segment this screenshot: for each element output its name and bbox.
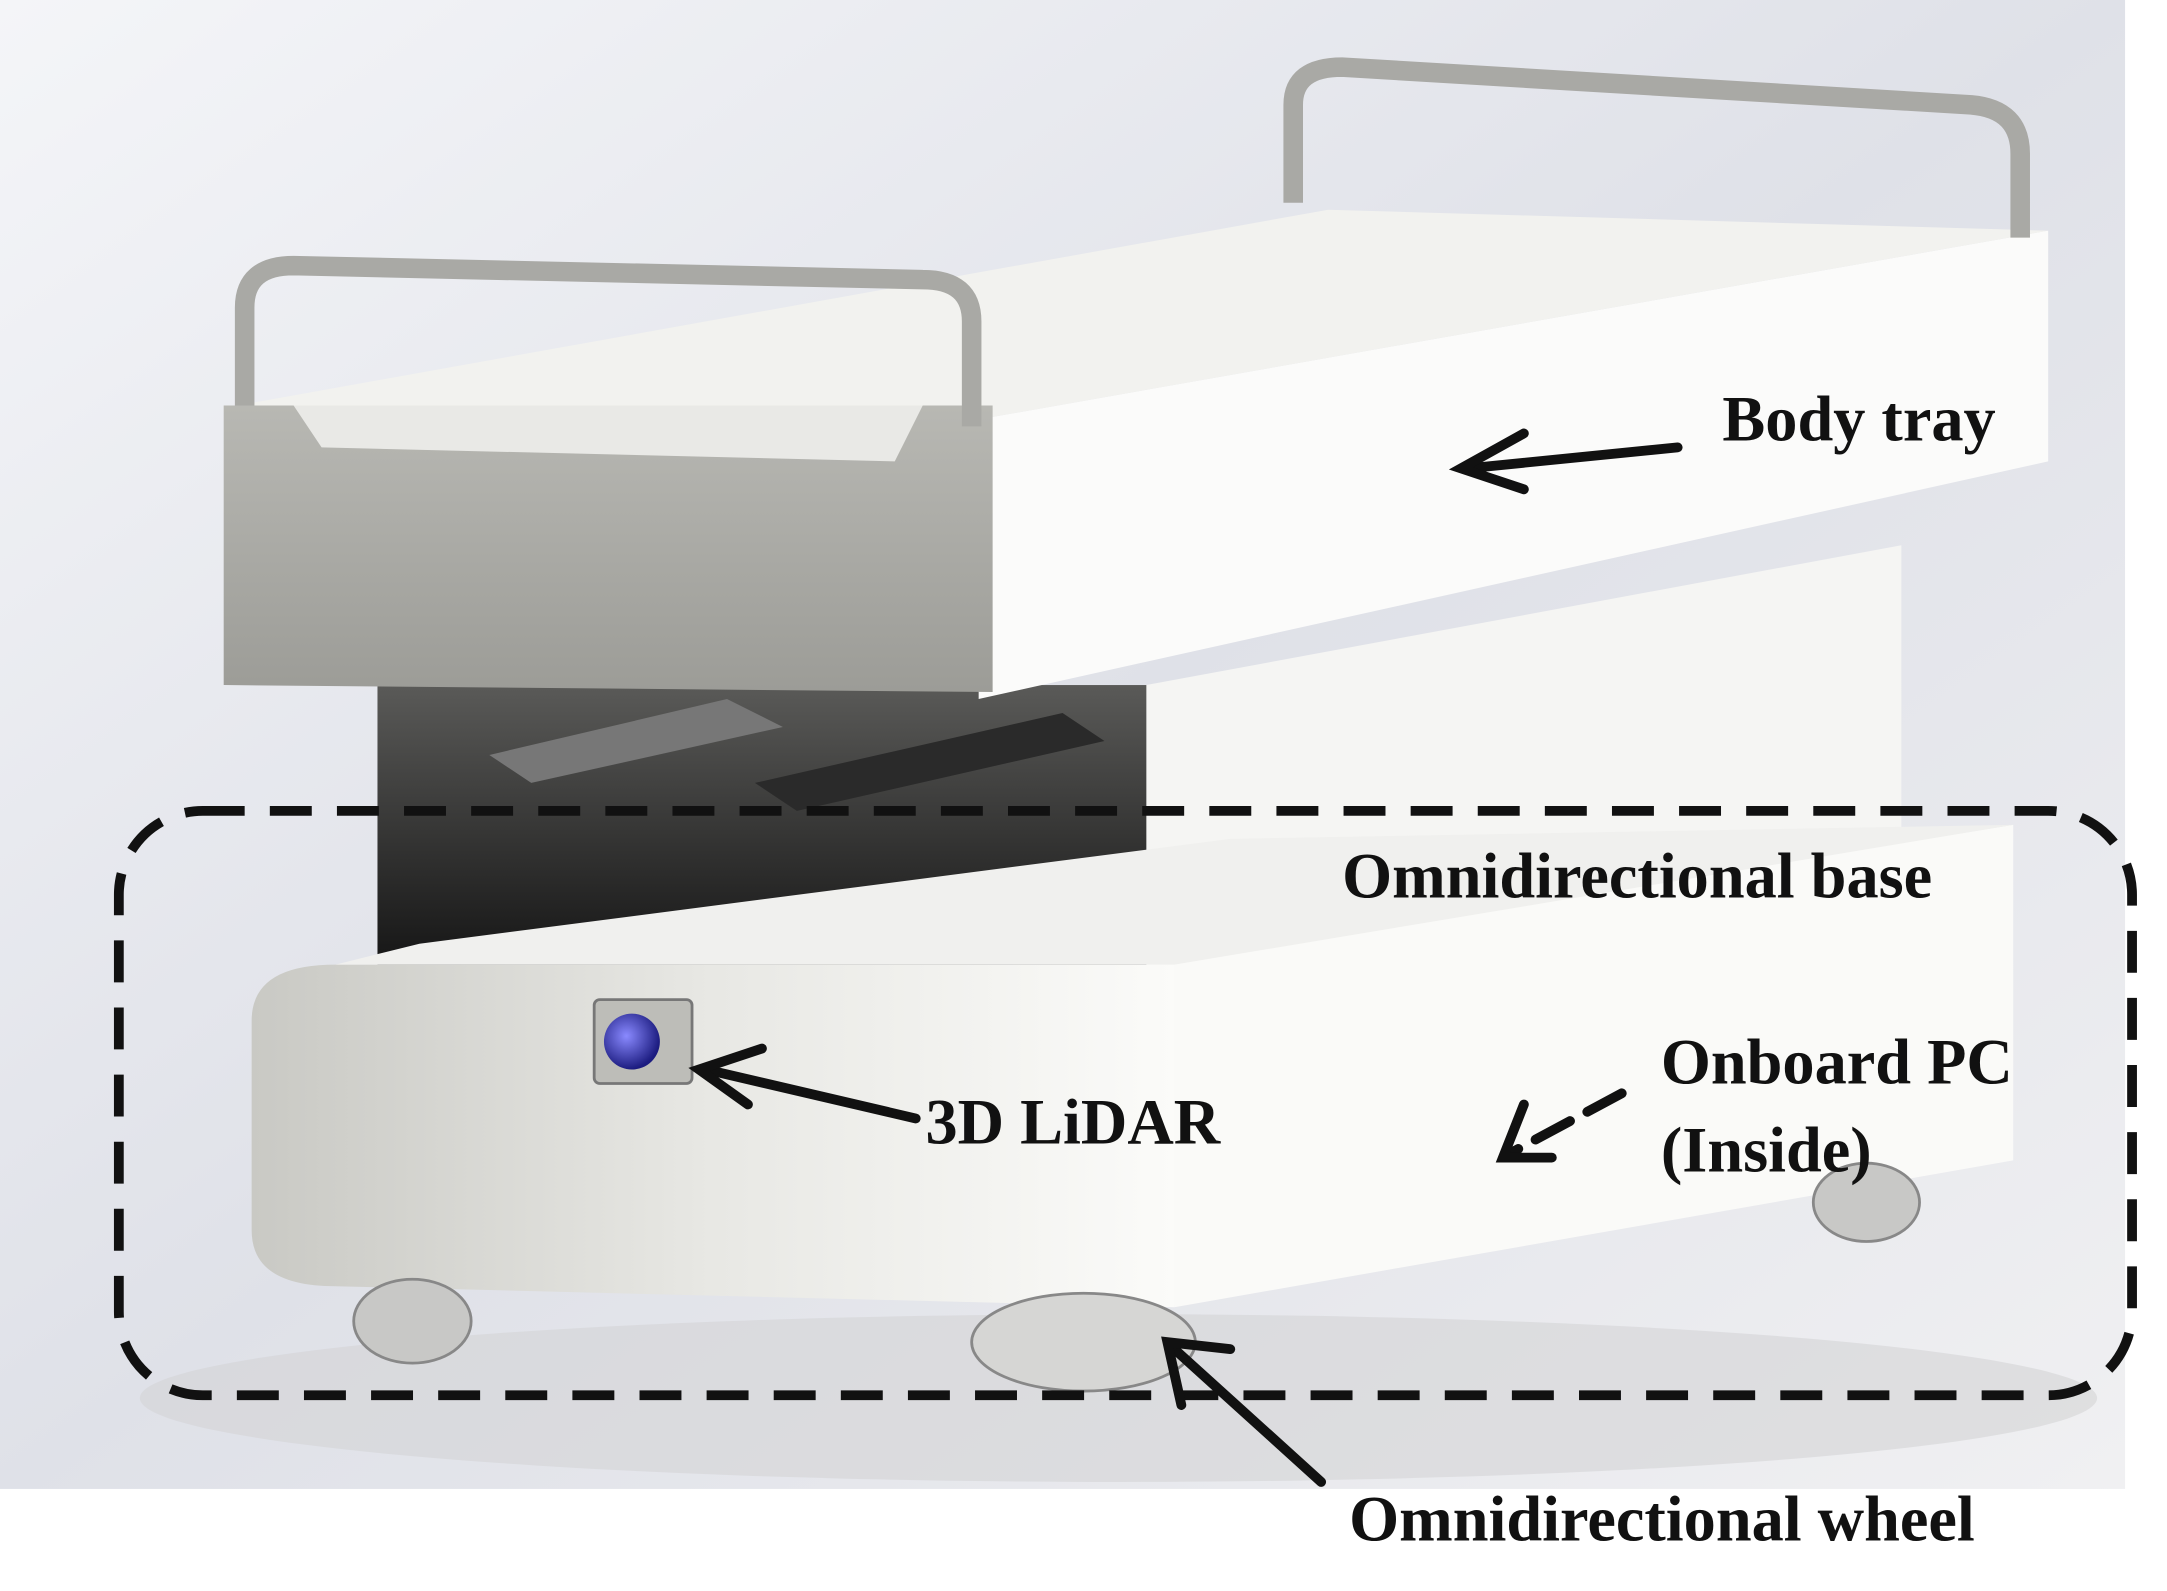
lidar-sensor	[592, 998, 694, 1085]
base-dashed-outline	[113, 805, 2137, 1401]
arrow-lidar	[701, 1064, 921, 1124]
omnidirectional-base	[251, 824, 2014, 1308]
label-omnidirectional-base: Omnidirectional base	[1342, 841, 1932, 912]
arrow-body-tray	[1463, 442, 1683, 474]
arrow-onboard-pc	[1505, 1088, 1627, 1159]
body-tray	[223, 57, 2049, 700]
lidar-lens-icon	[603, 1013, 660, 1070]
label-onboard-pc: Onboard PC	[1661, 1027, 2013, 1098]
label-omnidirectional-wheel: Omnidirectional wheel	[1349, 1484, 1975, 1555]
omnidirectional-wheel	[352, 1161, 1921, 1393]
annotation-arrows	[688, 428, 1683, 1487]
label-body-tray: Body tray	[1722, 383, 1995, 454]
label-onboard-pc-inside: (Inside)	[1661, 1115, 1872, 1186]
label-3d-lidar: 3D LiDAR	[926, 1087, 1221, 1158]
arrow-wheel	[1169, 1344, 1327, 1487]
